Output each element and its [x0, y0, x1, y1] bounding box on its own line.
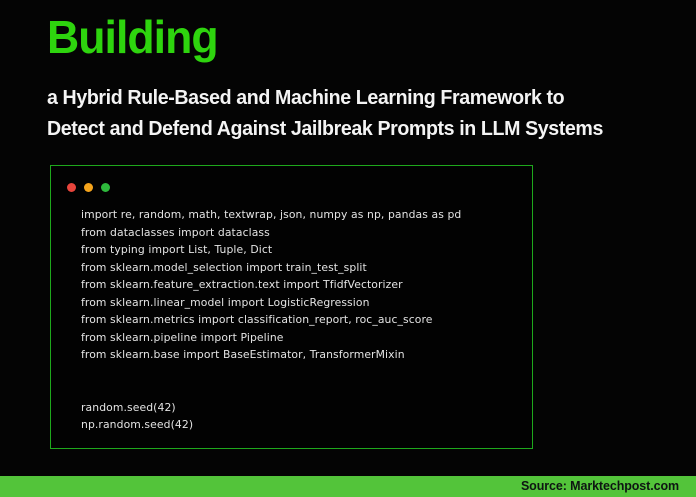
traffic-light-yellow-icon: [84, 183, 93, 192]
code-line: from sklearn.model_selection import trai…: [81, 260, 367, 274]
code-line: from sklearn.linear_model import Logisti…: [81, 295, 370, 309]
code-line: [81, 381, 524, 399]
page-subtitle-line-2: Detect and Defend Against Jailbreak Prom…: [47, 117, 603, 140]
code-line: from sklearn.pipeline import Pipeline: [81, 330, 284, 344]
window-traffic-lights: [67, 183, 110, 192]
page-title: Building: [47, 11, 219, 63]
code-line: [81, 364, 524, 382]
page-subtitle: a Hybrid Rule-Based and Machine Learning…: [47, 83, 603, 144]
page-subtitle-line-1: a Hybrid Rule-Based and Machine Learning…: [47, 87, 565, 109]
code-line: from sklearn.base import BaseEstimator, …: [81, 348, 405, 361]
footer-bar: Source: Marktechpost.com: [0, 476, 696, 497]
code-line: from sklearn.metrics import classificati…: [81, 313, 433, 326]
source-label: Source: Marktechpost.com: [520, 479, 679, 493]
traffic-light-green-icon: [101, 183, 110, 192]
code-line: from dataclasses import dataclass: [81, 225, 270, 239]
code-line: from typing import List, Tuple, Dict: [81, 243, 273, 256]
traffic-light-red-icon: [67, 183, 76, 192]
code-line: from sklearn.feature_extraction.text imp…: [81, 278, 403, 291]
code-line: import re, random, math, textwrap, json,…: [81, 208, 462, 221]
code-window: import re, random, math, textwrap, json,…: [50, 165, 533, 449]
code-line: random.seed(42): [81, 400, 176, 414]
code-line: np.random.seed(42): [81, 418, 194, 431]
code-block: import re, random, math, textwrap, json,…: [81, 206, 524, 434]
